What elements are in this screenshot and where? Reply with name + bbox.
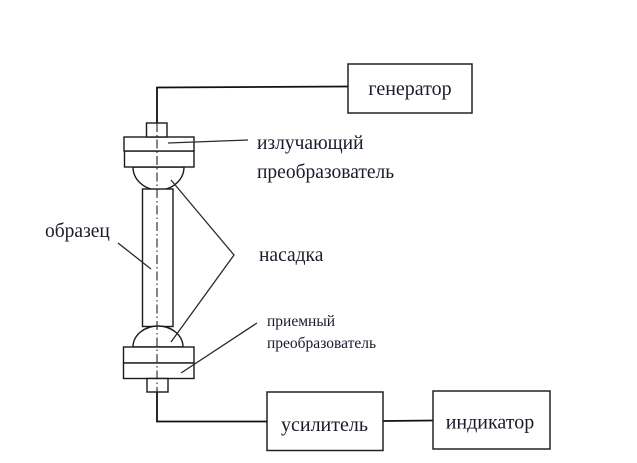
emitting-transducer-label-line1: излучающий bbox=[257, 133, 364, 154]
emitting-transducer-label-line2: преобразователь bbox=[257, 162, 394, 183]
amplifier-label: усилитель bbox=[281, 414, 368, 436]
text-labels: излучающий преобразователь образец насад… bbox=[45, 133, 394, 352]
amplifier-box bbox=[266, 391, 384, 452]
emitting-transducer-upper-plate bbox=[123, 136, 195, 152]
wire-generator-to-emitter bbox=[156, 85, 349, 123]
indicator-box bbox=[432, 390, 551, 450]
receiving-transducer-label-line1: приемный bbox=[267, 313, 335, 330]
sample-label: образец bbox=[45, 221, 110, 242]
emitting-transducer-lower-plate bbox=[123, 150, 195, 168]
indicator-label: индикатор bbox=[446, 412, 535, 434]
wire-amplifier-to-indicator bbox=[382, 419, 434, 422]
indicator-block: индикатор bbox=[432, 390, 551, 450]
receiving-transducer-leader bbox=[180, 322, 258, 374]
generator-label: генератор bbox=[368, 78, 451, 100]
leader-lines bbox=[117, 139, 258, 374]
emitting-transducer-leader bbox=[167, 139, 249, 144]
wire-receiver-to-amplifier bbox=[156, 392, 267, 423]
amplifier-block: усилитель bbox=[266, 391, 384, 452]
wires bbox=[156, 85, 434, 423]
nozzle-label: насадка bbox=[259, 245, 324, 266]
receiving-transducer-upper-plate bbox=[122, 346, 195, 364]
emitting-transducer bbox=[123, 122, 195, 191]
generator-box bbox=[347, 63, 473, 114]
generator-block: генератор bbox=[347, 63, 473, 114]
sample-leader bbox=[117, 242, 152, 270]
sample-rod bbox=[141, 188, 174, 328]
nozzle-leader bbox=[170, 179, 235, 343]
receiving-transducer-label-line2: преобразователь bbox=[267, 335, 376, 352]
receiving-nozzle-hemisphere bbox=[132, 325, 184, 348]
receiving-transducer bbox=[122, 325, 195, 393]
